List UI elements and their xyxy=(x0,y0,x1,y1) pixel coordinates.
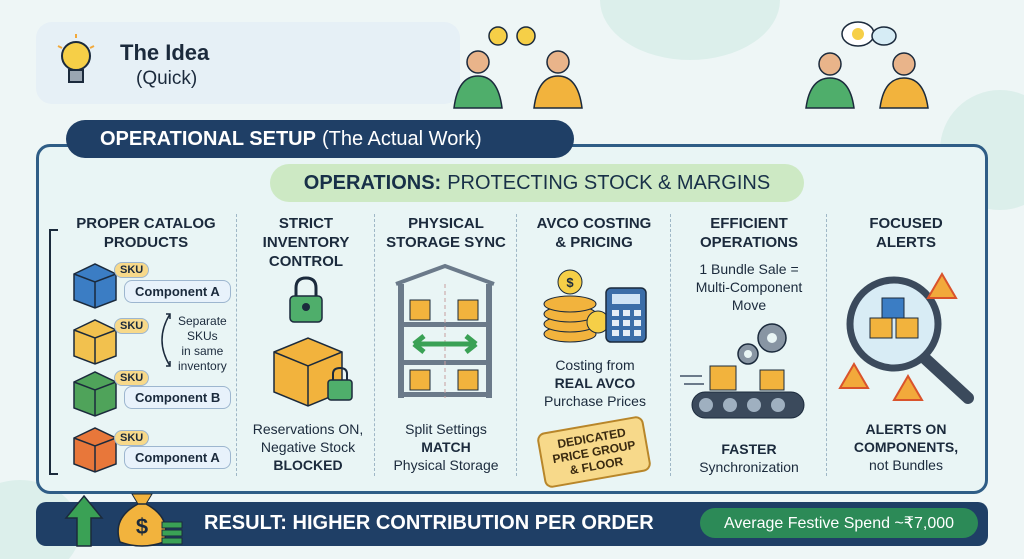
operations-header: OPERATIONS: PROTECTING STOCK & MARGINS xyxy=(270,164,804,202)
faster-sync-text: FASTER Synchronization xyxy=(672,440,826,476)
lightbulb-icon xyxy=(57,34,95,83)
up-arrow-icon xyxy=(64,494,104,547)
box-icon xyxy=(73,263,117,309)
brainstorm-people-illustration xyxy=(453,26,583,109)
box-icon xyxy=(73,319,117,365)
alerts-text-line: ALERTS ON xyxy=(865,421,947,437)
bundle-text-line: 1 Bundle Sale = xyxy=(699,261,799,277)
efficient-operations-title: EFFICIENT OPERATIONS xyxy=(672,214,826,252)
result-text: RESULT: HIGHER CONTRIBUTION PER ORDER xyxy=(204,512,654,534)
avco-title-line: & PRICING xyxy=(555,234,633,251)
inventory-text-line: Negative Stock xyxy=(260,439,356,455)
operations-bold: OPERATIONS: xyxy=(303,171,442,194)
box-icon xyxy=(73,427,117,473)
avco-text: Costing from REAL AVCO Purchase Prices xyxy=(520,356,670,410)
column-divider xyxy=(516,214,517,476)
alerts-text-line: COMPONENTS, xyxy=(853,439,959,455)
operations-rest: PROTECTING STOCK & MARGINS xyxy=(447,171,771,194)
svg-text:$: $ xyxy=(136,514,148,539)
column-divider xyxy=(670,214,671,476)
coins-icon: $ xyxy=(543,269,610,343)
avco-title-line: AVCO COSTING xyxy=(536,215,652,232)
bundle-move-text: 1 Bundle Sale = Multi-Component Move xyxy=(672,260,826,314)
average-spend-badge: Average Festive Spend ~₹7,000 xyxy=(700,508,978,538)
bundle-text-line: Move xyxy=(731,297,767,313)
storage-text-line: Physical Storage xyxy=(393,457,499,473)
operational-setup-header: OPERATIONAL SETUP (The Actual Work) xyxy=(66,120,574,158)
curved-arrow-icon xyxy=(161,313,171,367)
padlock-icon xyxy=(289,276,323,323)
column-divider xyxy=(826,214,827,476)
idea-title: The Idea xyxy=(120,40,210,65)
inventory-title-line: CONTROL xyxy=(268,253,344,270)
sku-tag: SKU xyxy=(114,262,150,278)
faster-text-line: Synchronization xyxy=(699,459,799,475)
column-divider xyxy=(374,214,375,476)
catalog-title-line: PROPER CATALOG xyxy=(76,215,216,232)
idea-subtitle: (Quick) xyxy=(136,68,198,89)
background-blob xyxy=(600,0,780,60)
storage-title-line: PHYSICAL xyxy=(408,215,484,232)
note-line: Separate xyxy=(178,314,227,328)
bundle-text-line: Multi-Component xyxy=(695,279,803,295)
idea-card xyxy=(36,22,460,104)
sku-tag: SKU xyxy=(114,318,150,334)
operations-panel xyxy=(36,144,988,494)
inventory-title-line: INVENTORY xyxy=(262,234,350,251)
inventory-text-line: BLOCKED xyxy=(273,457,343,473)
component-label: Component A xyxy=(124,446,231,469)
avco-text-line: REAL AVCO xyxy=(554,375,636,391)
note-line: inventory xyxy=(178,359,227,373)
avco-text-line: Costing from xyxy=(555,357,635,373)
note-line: in same xyxy=(181,344,224,358)
inventory-control-title: STRICT INVENTORY CONTROL xyxy=(238,214,374,271)
money-bag-icon: $ xyxy=(117,493,183,547)
alerts-title-line: FOCUSED xyxy=(869,215,943,232)
alerts-text: ALERTS ON COMPONENTS, not Bundles xyxy=(828,420,984,474)
alerts-title-line: ALERTS xyxy=(876,234,936,251)
svg-text:$: $ xyxy=(566,275,574,290)
component-label: Component A xyxy=(124,280,231,303)
inventory-title-line: STRICT xyxy=(278,215,334,232)
magnifier-alerts-icon xyxy=(838,272,974,404)
inventory-text-line: Reservations ON, xyxy=(252,421,364,437)
calculator-icon xyxy=(605,287,647,343)
catalog-title: PROPER CATALOG PRODUCTS xyxy=(56,214,236,252)
component-label: Component B xyxy=(124,386,232,409)
storage-sync-text: Split Settings MATCH Physical Storage xyxy=(376,420,516,474)
faster-text-line: FASTER xyxy=(721,441,777,457)
catalog-title-line: PRODUCTS xyxy=(103,234,189,251)
conveyor-gears-icon xyxy=(680,323,805,419)
sku-tag: SKU xyxy=(114,370,150,386)
storage-shelf-icon xyxy=(395,263,495,398)
note-line: SKUs xyxy=(187,329,218,343)
storage-sync-title: PHYSICAL STORAGE SYNC xyxy=(376,214,516,252)
operations-title-line: EFFICIENT xyxy=(710,215,788,232)
storage-text-line: Split Settings xyxy=(405,421,487,437)
catalog-bracket xyxy=(49,229,58,475)
discussion-people-illustration xyxy=(805,21,929,109)
storage-text-line: MATCH xyxy=(421,439,471,455)
column-divider xyxy=(236,214,237,476)
setup-bold: OPERATIONAL SETUP xyxy=(100,127,316,150)
box-icon xyxy=(73,371,117,417)
sku-tag: SKU xyxy=(114,430,150,446)
avco-title: AVCO COSTING & PRICING xyxy=(518,214,670,252)
operations-title-line: OPERATIONS xyxy=(699,234,799,251)
alerts-text-line: not Bundles xyxy=(869,457,943,473)
setup-rest: (The Actual Work) xyxy=(321,127,482,150)
focused-alerts-title: FOCUSED ALERTS xyxy=(828,214,984,252)
storage-title-line: STORAGE SYNC xyxy=(386,234,506,251)
inventory-control-text: Reservations ON, Negative Stock BLOCKED xyxy=(240,420,376,474)
separate-skus-note: Separate SKUs in same inventory xyxy=(178,314,227,374)
avco-text-line: Purchase Prices xyxy=(544,393,646,409)
locked-box-icon xyxy=(273,337,353,407)
